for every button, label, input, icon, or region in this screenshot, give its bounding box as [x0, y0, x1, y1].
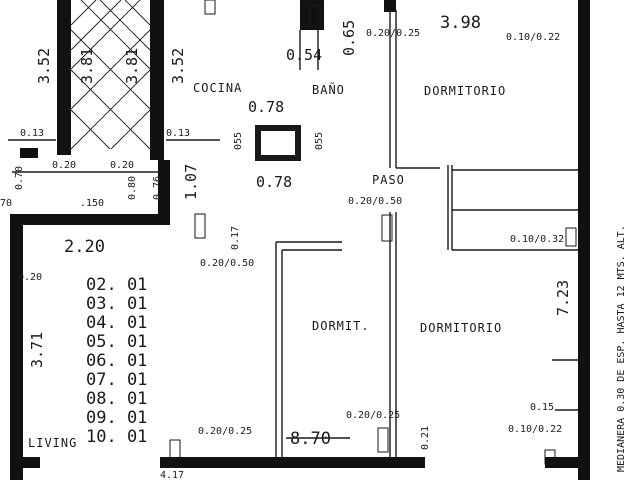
- dimension-label: 0.20: [110, 160, 134, 171]
- wall-stub-right: [150, 148, 164, 160]
- dimension-label: 0.20: [18, 272, 42, 283]
- side-note: MEDIANERA 0.30 DE ESP. HASTA 12 MTS. ALT…: [616, 225, 627, 472]
- vents: [169, 0, 577, 465]
- level-item: 07. 01: [86, 370, 147, 390]
- bottom-note: 4.17: [160, 470, 184, 480]
- opening-labels: 0.20/0.25 0.10/0.22 0.10/0.32 0.20/0.50 …: [198, 28, 564, 437]
- dimension-label: 0.17: [230, 226, 241, 250]
- level-item: 10. 01: [86, 427, 147, 447]
- dimension-label: 3.52: [35, 48, 53, 84]
- dimension-label: 0.15: [530, 402, 554, 413]
- level-item: 06. 01: [86, 351, 147, 371]
- dimension-label: 0.13: [166, 128, 190, 139]
- opening-label: 0.20/0.25: [366, 28, 420, 39]
- pier-box: [255, 125, 301, 161]
- walls: [10, 0, 590, 480]
- dimension-label: 3.98: [440, 13, 481, 33]
- wall-bottom-b: [160, 457, 380, 468]
- dimension-label: 3.52: [169, 48, 187, 84]
- partitions: [8, 0, 578, 457]
- dimension-label: 7.23: [554, 280, 572, 316]
- shaft-hatch: [70, 0, 151, 150]
- level-item: 08. 01: [86, 389, 147, 409]
- room-label-living: LIVING: [28, 436, 77, 450]
- room-label-bano: BAÑO: [312, 82, 345, 97]
- dimension-label: 70: [0, 198, 12, 209]
- dimension-label: 0.70: [14, 166, 25, 190]
- opening-label: 0.20/0.25: [346, 410, 400, 421]
- dimension-label: 055: [314, 132, 325, 150]
- dimension-labels: 3.52 3.81 3.81 3.52 3.98 0.54 0.65 0.78 …: [0, 13, 572, 450]
- dimension-label: 0.54: [286, 46, 322, 64]
- room-label-cocina: COCINA: [193, 81, 242, 95]
- level-item: 05. 01: [86, 332, 147, 352]
- dimension-label: 8.70: [290, 429, 331, 449]
- wall-living-right: [158, 160, 170, 225]
- wall-right: [578, 0, 590, 480]
- dimension-label: 0.21: [420, 426, 431, 450]
- dimension-label: 055: [233, 132, 244, 150]
- wall-bottom-a: [10, 457, 40, 468]
- wall-shaft-right: [150, 0, 164, 155]
- dimension-label: 0.76: [152, 176, 163, 200]
- dimension-label: .150: [80, 198, 104, 209]
- dimension-label: 0.78: [248, 98, 284, 116]
- level-item: 04. 01: [86, 313, 147, 333]
- room-labels: COCINA BAÑO DORMITORIO PASO DORMIT. DORM…: [28, 81, 506, 450]
- dimension-label: 2.20: [64, 237, 105, 257]
- opening-label: 0.20/0.50: [348, 196, 402, 207]
- opening-label: 0.10/0.22: [508, 424, 562, 435]
- wall-living-left: [10, 214, 23, 480]
- opening-label: 0.20/0.50: [200, 258, 254, 269]
- wall-shaft-left: [57, 0, 71, 155]
- opening-label: 0.20/0.25: [198, 426, 252, 437]
- opening-label: 0.10/0.32: [510, 234, 564, 245]
- level-list: 02. 01 03. 01 04. 01 05. 01 06. 01 07. 0…: [86, 275, 147, 447]
- dimension-label: 1.07: [182, 164, 200, 200]
- level-item: 03. 01: [86, 294, 147, 314]
- room-label-paso: PASO: [372, 173, 405, 187]
- dimension-label: 0.13: [20, 128, 44, 139]
- dimension-label: 3.81: [78, 48, 96, 84]
- level-item: 09. 01: [86, 408, 147, 428]
- wall-stub-left: [20, 148, 38, 158]
- wall-living-top: [10, 214, 170, 225]
- wall-bottom-d: [545, 457, 585, 468]
- room-label-dormit: DORMIT.: [312, 319, 370, 333]
- dimension-label: 0.20: [52, 160, 76, 171]
- level-item: 02. 01: [86, 275, 147, 295]
- room-label-dormitorio-top: DORMITORIO: [424, 84, 506, 98]
- dimension-label: 3.81: [123, 48, 141, 84]
- wall-top-stub: [384, 0, 396, 12]
- dimension-label: 0.80: [127, 176, 138, 200]
- dimension-label: 3.71: [28, 332, 46, 368]
- room-label-dormitorio-center: DORMITORIO: [420, 321, 502, 335]
- wall-bottom-c: [355, 457, 425, 468]
- dimension-label: 0.65: [340, 20, 358, 56]
- dimension-label: 0.78: [256, 173, 292, 191]
- opening-label: 0.10/0.22: [506, 32, 560, 43]
